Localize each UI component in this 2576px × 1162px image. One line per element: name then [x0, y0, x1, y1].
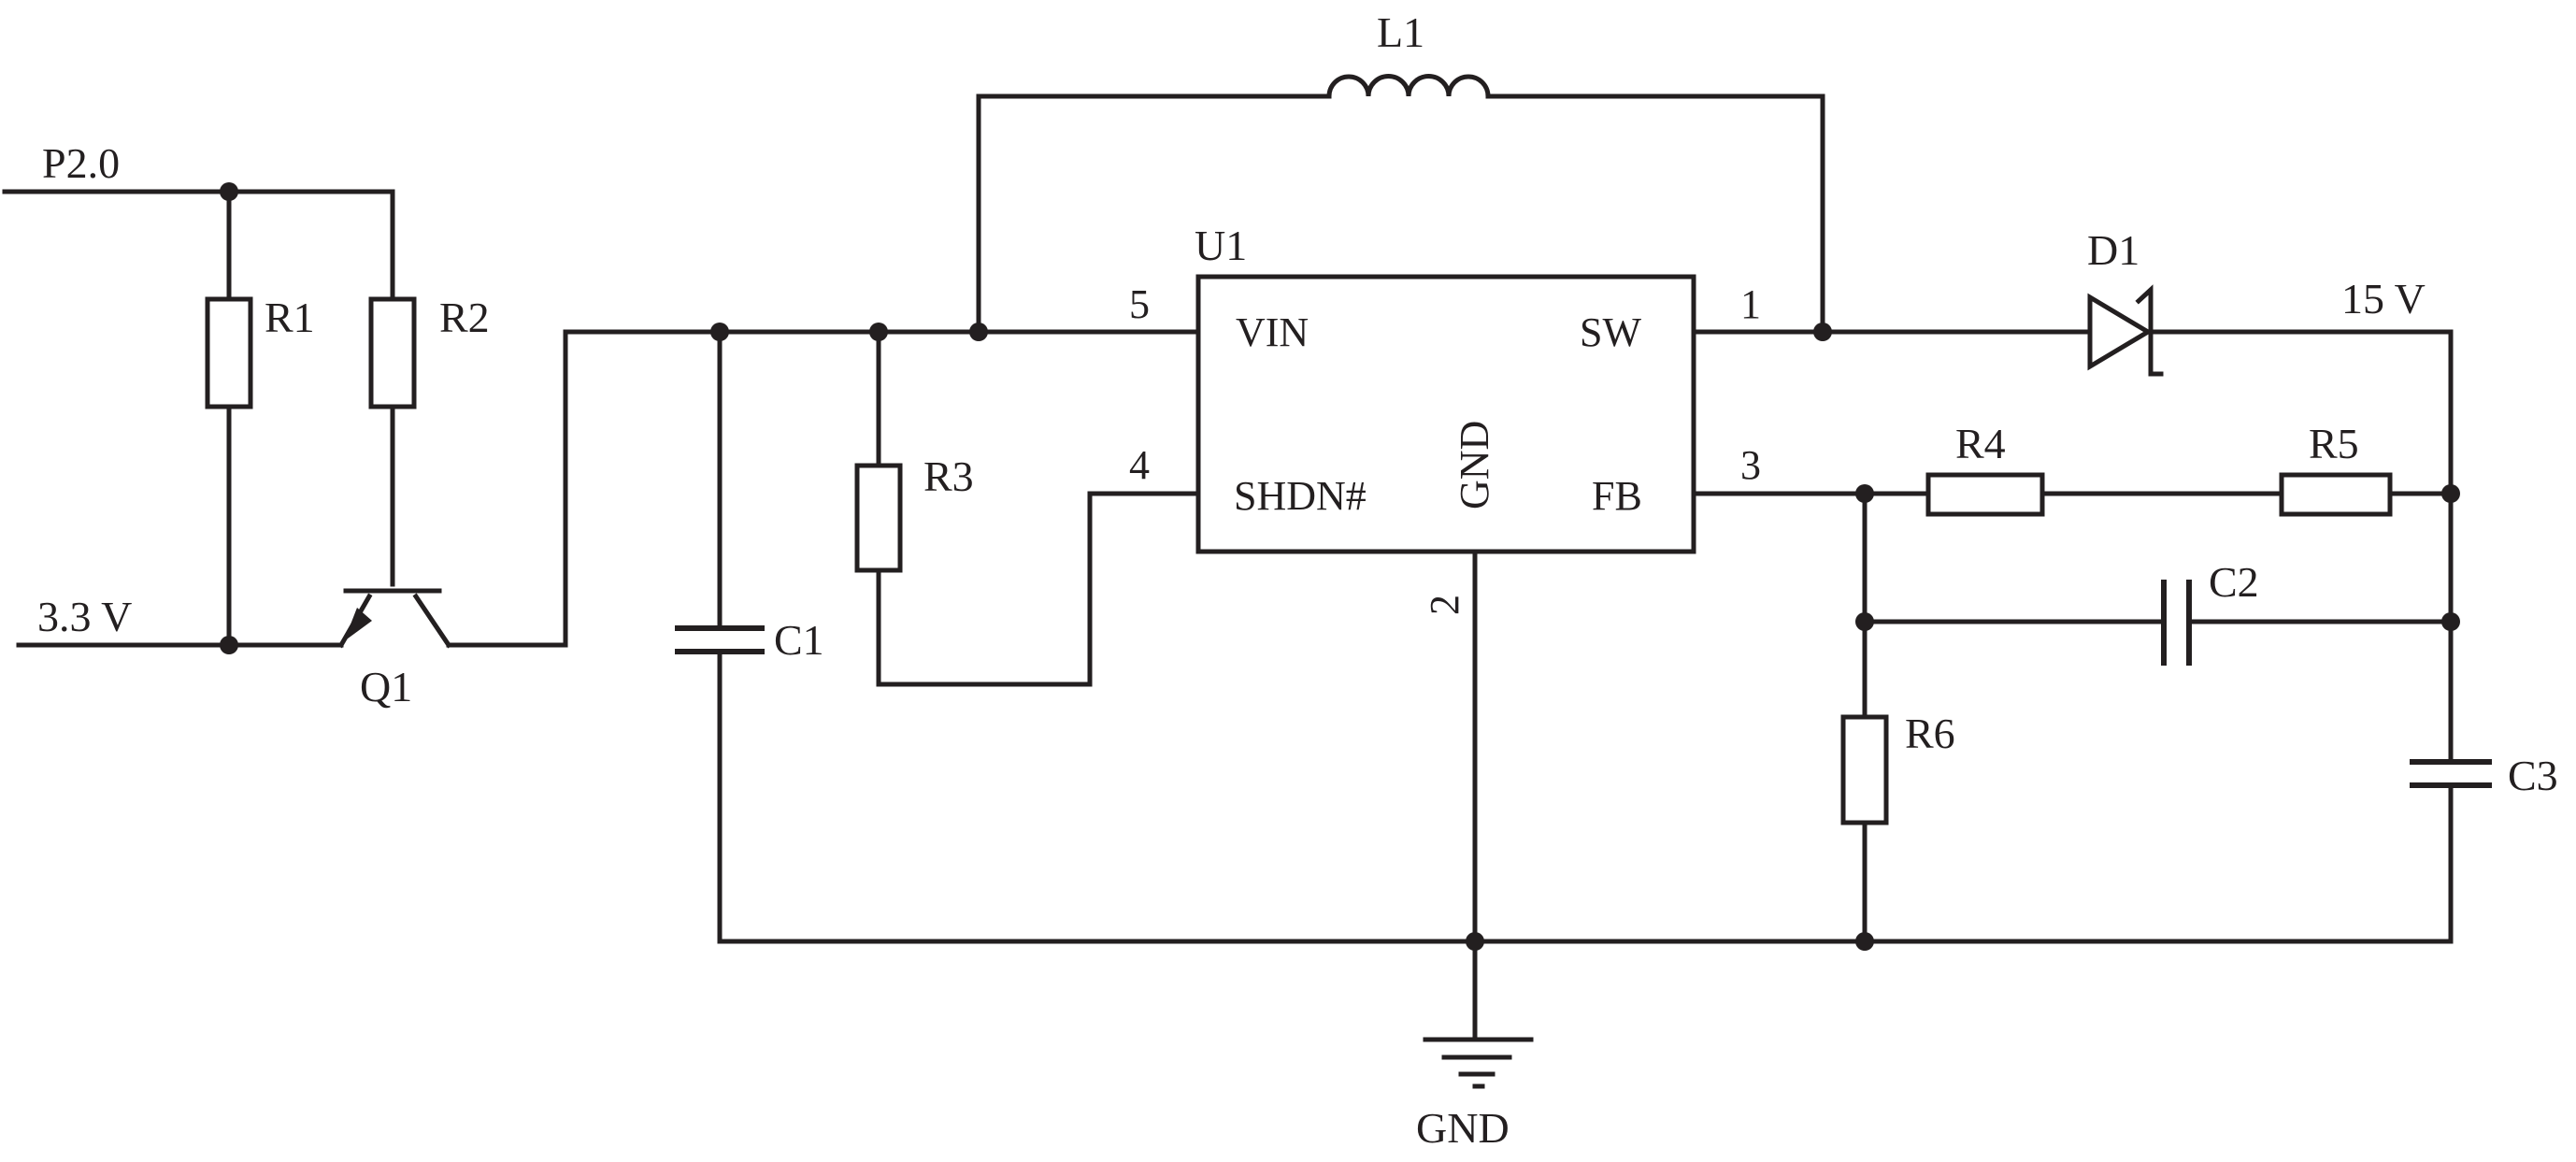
ic-pin-name-shdn: SHDN#	[1234, 473, 1367, 519]
label-d1: D1	[2087, 226, 2140, 274]
junction-gnd-r6	[1855, 932, 1874, 951]
ic-pin-number-fb: 3	[1740, 442, 1761, 488]
junction-c2-r6	[1855, 612, 1874, 631]
capacitor-c2	[2161, 580, 2192, 666]
label-c2: C2	[2209, 558, 2259, 606]
label-c3: C3	[2508, 752, 2558, 799]
junction-c2-15v	[2441, 612, 2460, 631]
capacitor-c1	[675, 625, 765, 654]
ic-pin-number-vin: 5	[1129, 281, 1150, 327]
wire-l1-left	[976, 93, 1332, 335]
ic-pin-name-sw: SW	[1580, 309, 1641, 355]
ic-pin-name-fb: FB	[1592, 473, 1642, 519]
label-c1: C1	[774, 616, 824, 664]
junction-r5-15v	[2441, 484, 2460, 503]
label-u1: U1	[1195, 222, 1247, 269]
ic-pin-name-vin: VIN	[1236, 309, 1309, 355]
wires	[2, 93, 2454, 1042]
net-label-gnd: GND	[1416, 1104, 1510, 1152]
label-r1: R1	[265, 294, 315, 341]
label-q1: Q1	[360, 663, 412, 710]
net-label-v33: 3.3 V	[37, 593, 132, 640]
wire-q1-to-vin	[446, 329, 1201, 648]
wire-d1-to-15v	[2148, 329, 2454, 765]
junction-p20-r1	[220, 182, 238, 201]
wire-l1-right	[1485, 93, 1825, 335]
label-r2: R2	[439, 294, 490, 341]
wire-r3-to-shdn	[876, 491, 1201, 687]
junction-sw-l1	[1813, 323, 1832, 341]
junction-v33-r1	[220, 636, 238, 654]
junctions	[220, 182, 2460, 951]
junction-vin-c1	[710, 323, 729, 341]
junction-vin-r3	[869, 323, 888, 341]
resistor-r5	[2279, 472, 2393, 517]
ic-u1-body	[1195, 274, 1696, 554]
ic-pin-name-gnd: GND	[1452, 421, 1497, 509]
junction-vin-l1	[969, 323, 988, 341]
label-r4: R4	[1955, 420, 2006, 467]
ic-pin-number-shdn: 4	[1129, 442, 1150, 488]
resistor-r6	[1840, 714, 1889, 825]
ic-pin-number-sw: 1	[1740, 281, 1761, 327]
resistor-r3	[854, 463, 903, 573]
ground-icon	[1423, 1037, 1534, 1089]
capacitor-c3	[2410, 759, 2492, 788]
label-r5: R5	[2309, 420, 2359, 467]
diode-d1	[2087, 284, 2164, 377]
net-label-p20: P2.0	[42, 139, 120, 187]
transistor-q1	[337, 588, 452, 649]
label-r6: R6	[1905, 710, 1955, 757]
junction-fb-r6	[1855, 484, 1874, 503]
inductor-l1	[1326, 74, 1491, 99]
label-l1: L1	[1377, 8, 1424, 56]
label-r3: R3	[923, 452, 974, 500]
resistor-r1	[205, 296, 253, 409]
resistor-r4	[1925, 472, 2045, 517]
wire-p20-rail	[2, 189, 395, 281]
resistor-r2	[368, 296, 417, 409]
junction-gnd-ic	[1466, 932, 1484, 951]
net-label-15v: 15 V	[2341, 275, 2426, 323]
ic-pin-number-gnd: 2	[1422, 595, 1467, 615]
